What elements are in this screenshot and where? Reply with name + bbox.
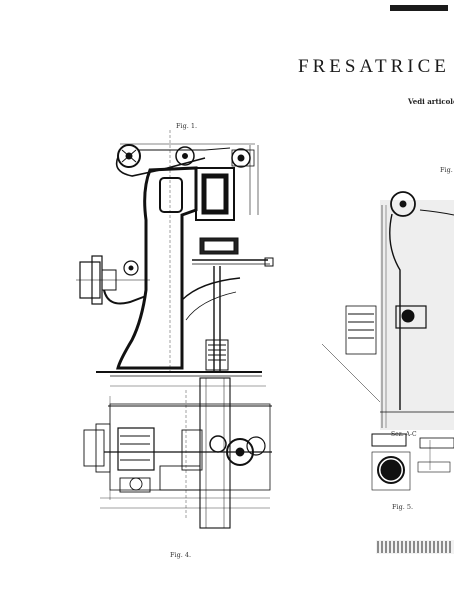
figure-4-label: Fig. 4. <box>170 551 192 559</box>
figure-5-label: Fig. 5. <box>392 503 414 511</box>
figure-right-partial <box>321 191 454 491</box>
column-body <box>116 166 198 370</box>
figure-partial-label: Fig. <box>440 166 453 174</box>
top-edge-bar <box>390 5 448 11</box>
figure-1-label: Fig. 1. <box>176 122 198 130</box>
section-circle <box>377 456 405 484</box>
figure-4-plan <box>83 377 272 529</box>
flywheel-right <box>175 146 195 166</box>
figure-1-elevation <box>76 130 274 387</box>
page-subtitle: Vedi articolo <box>408 97 454 106</box>
bottom-right-strip <box>376 540 454 554</box>
flywheel-left <box>117 144 141 168</box>
column-window <box>159 177 183 213</box>
page-title: FRESATRICE <box>298 56 450 77</box>
